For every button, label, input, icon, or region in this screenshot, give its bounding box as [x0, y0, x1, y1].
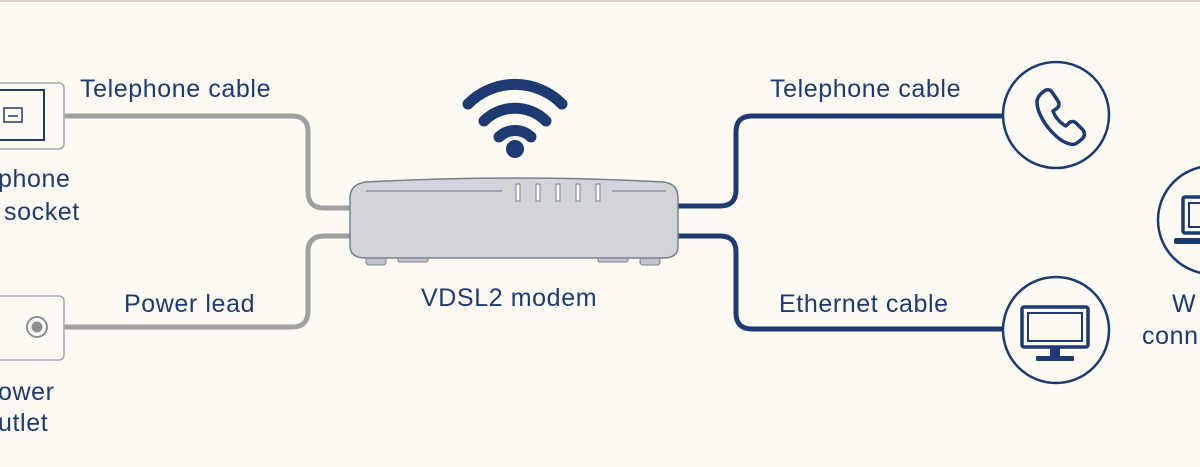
monitor-icon — [1001, 275, 1111, 385]
top-border — [0, 0, 1200, 2]
ethernet-cable — [678, 233, 1002, 332]
phone-icon — [1001, 60, 1111, 170]
label-partial-right-line1: W — [1172, 290, 1197, 318]
label-vdsl2-modem: VDSL2 modem — [421, 284, 598, 312]
telephone-cable-left — [60, 113, 352, 211]
label-telephone-socket-line1: phone — [0, 165, 71, 193]
label-telephone-socket-line2: socket — [4, 198, 80, 226]
vdsl2-modem — [349, 177, 679, 266]
label-power-outlet-line1: ower — [0, 378, 55, 406]
laptop-icon — [1156, 166, 1200, 274]
label-power-lead: Power lead — [124, 290, 256, 318]
power-lead-cable — [40, 233, 352, 330]
label-telephone-cable-right: Telephone cable — [770, 75, 962, 103]
label-partial-right-line2: conn — [1142, 322, 1199, 350]
label-telephone-cable-left: Telephone cable — [80, 75, 272, 103]
label-ethernet-cable: Ethernet cable — [779, 290, 949, 318]
label-power-outlet-line2: utlet — [0, 409, 49, 437]
telephone-cable-right — [678, 113, 1002, 209]
modem-status-leds — [515, 183, 601, 202]
wifi-icon — [462, 78, 568, 158]
power-outlet-icon — [0, 295, 65, 361]
telephone-socket-icon — [0, 82, 65, 150]
